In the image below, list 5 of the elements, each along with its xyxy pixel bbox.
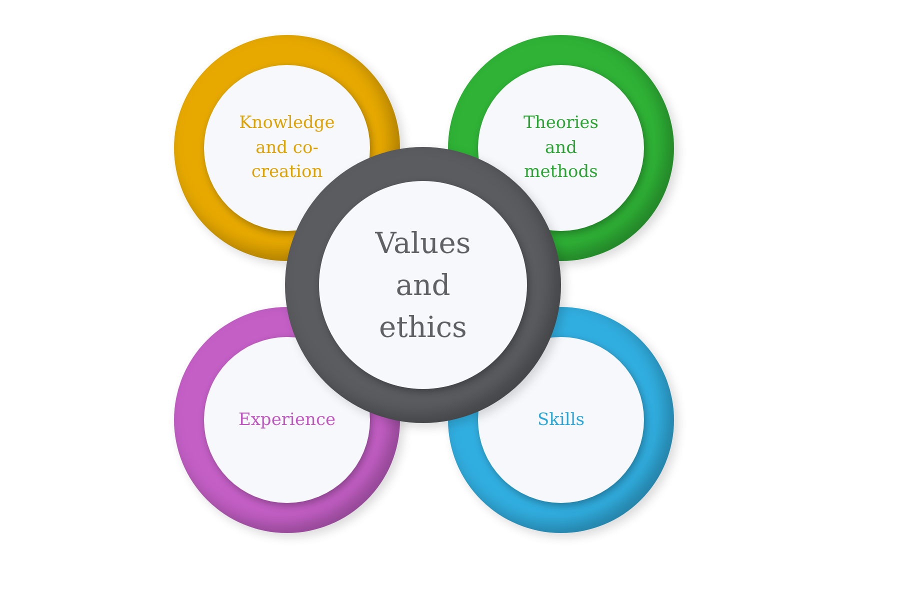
circle-label: Values and ethics — [374, 224, 472, 346]
circle-label: Theories and methods — [522, 112, 600, 184]
circle-label: Skills — [536, 408, 586, 432]
circle-label: Experience — [237, 408, 337, 432]
circle-label: Knowledge and co-creation — [238, 112, 336, 184]
